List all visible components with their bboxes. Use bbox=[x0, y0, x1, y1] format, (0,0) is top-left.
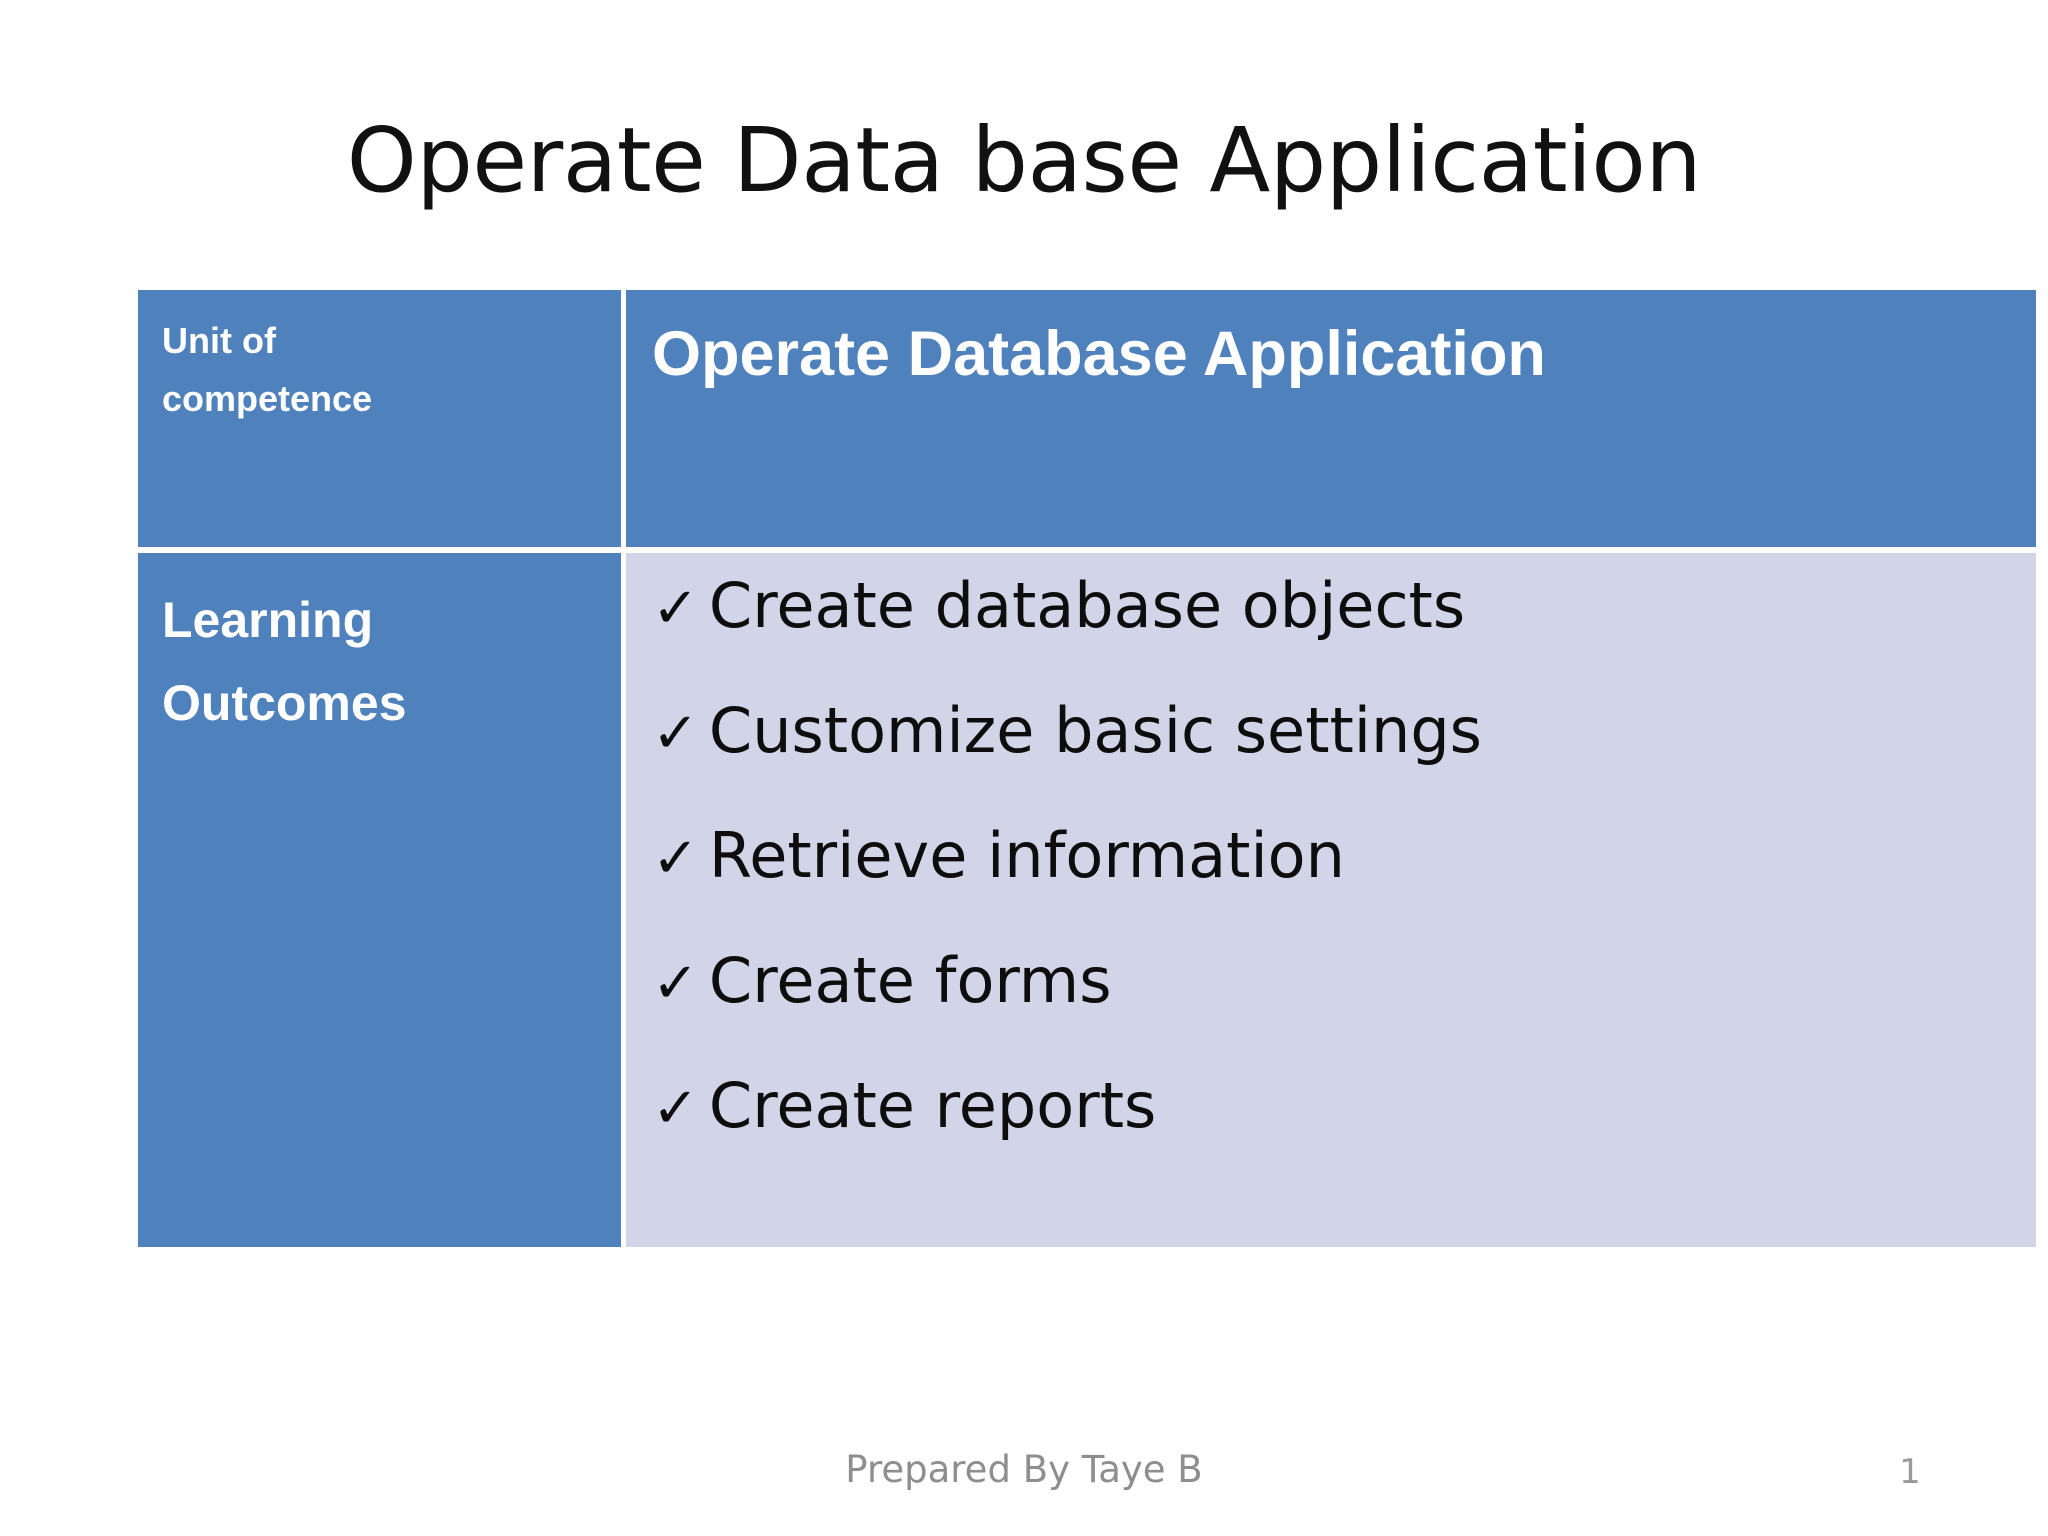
list-item: ✓ Customize basic settings bbox=[652, 700, 2036, 762]
unit-of-competence-label-line2: competence bbox=[162, 378, 373, 420]
unit-of-competence-label-line1: Unit of bbox=[162, 320, 276, 361]
footer-credit: Prepared By Taye B bbox=[845, 1448, 1203, 1491]
page-number: 1 bbox=[1899, 1452, 1921, 1492]
check-icon: ✓ bbox=[652, 1076, 699, 1141]
list-item: ✓ Create reports bbox=[652, 1075, 2036, 1137]
list-item-label: Create reports bbox=[708, 1069, 1157, 1142]
list-item: ✓ Retrieve information bbox=[652, 825, 2036, 887]
list-item-label: Create database objects bbox=[708, 569, 1466, 642]
learning-outcomes-label-line1: Learning bbox=[162, 592, 374, 648]
table-row-unit-of-competence: Unit of competence Operate Database Appl… bbox=[138, 290, 2036, 553]
list-item: ✓ Create database objects bbox=[652, 575, 2036, 637]
list-item-label: Retrieve information bbox=[708, 819, 1345, 892]
check-icon: ✓ bbox=[652, 576, 699, 641]
cell-learning-outcomes-label: Learning Outcomes bbox=[138, 553, 626, 1247]
unit-of-competence-value: Operate Database Application bbox=[652, 319, 1546, 389]
list-item-label: Create forms bbox=[708, 944, 1112, 1017]
check-icon: ✓ bbox=[652, 701, 699, 766]
learning-outcomes-label-line2: Outcomes bbox=[162, 674, 407, 731]
learning-outcomes-list: ✓ Create database objects ✓ Customize ba… bbox=[626, 553, 2036, 1137]
cell-learning-outcomes-value: ✓ Create database objects ✓ Customize ba… bbox=[626, 553, 2036, 1247]
cell-unit-of-competence-value: Operate Database Application bbox=[626, 290, 2036, 553]
page-title: Operate Data base Application bbox=[346, 108, 1702, 212]
table-row-learning-outcomes: Learning Outcomes ✓ Create database obje… bbox=[138, 553, 2036, 1247]
check-icon: ✓ bbox=[652, 951, 699, 1016]
list-item: ✓ Create forms bbox=[652, 950, 2036, 1012]
list-item-label: Customize basic settings bbox=[708, 694, 1482, 767]
competence-table: Unit of competence Operate Database Appl… bbox=[138, 290, 2036, 1247]
check-icon: ✓ bbox=[652, 826, 699, 891]
cell-unit-of-competence-label: Unit of competence bbox=[138, 290, 626, 553]
